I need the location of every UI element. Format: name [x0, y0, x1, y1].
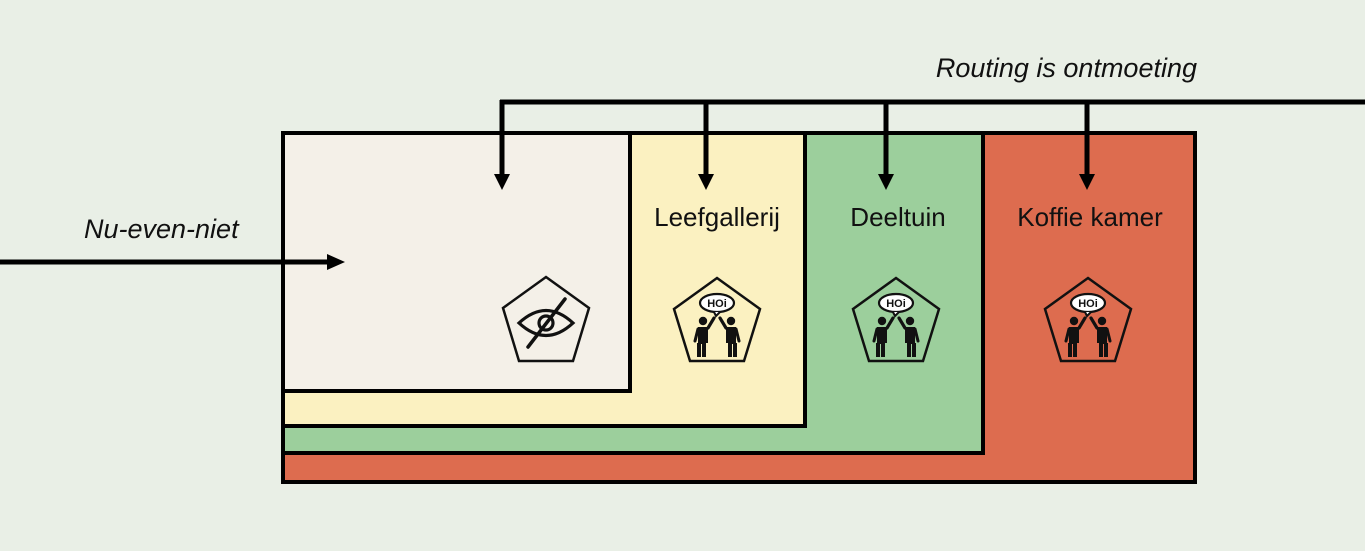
zone-label-leefgallerij: Leefgallerij — [654, 202, 780, 232]
eye-slash-icon — [501, 275, 591, 363]
speech-text: HOi — [707, 298, 727, 310]
nu-even-niet-arrow-head — [327, 254, 345, 270]
nu-even-niet-label: Nu-even-niet — [84, 214, 240, 244]
speech-text: HOi — [886, 298, 906, 310]
meeting-people-icon-leefgallerij: HOi — [672, 276, 762, 363]
arrow-head-deeltuin — [878, 174, 894, 190]
zone-label-koffie-kamer: Koffie kamer — [1017, 202, 1163, 232]
meeting-people-icon-deeltuin: HOi — [851, 276, 941, 363]
arrow-head-nu-even-niet — [494, 174, 510, 190]
routing-label: Routing is ontmoeting — [936, 53, 1197, 83]
routing-arrows — [499, 99, 1365, 176]
speech-text: HOi — [1078, 298, 1098, 310]
arrow-head-leefgallerij — [698, 174, 714, 190]
zone-label-deeltuin: Deeltuin — [850, 202, 945, 232]
meeting-people-icon-koffie-kamer: HOi — [1043, 276, 1133, 363]
arrow-head-koffie-kamer — [1079, 174, 1095, 190]
